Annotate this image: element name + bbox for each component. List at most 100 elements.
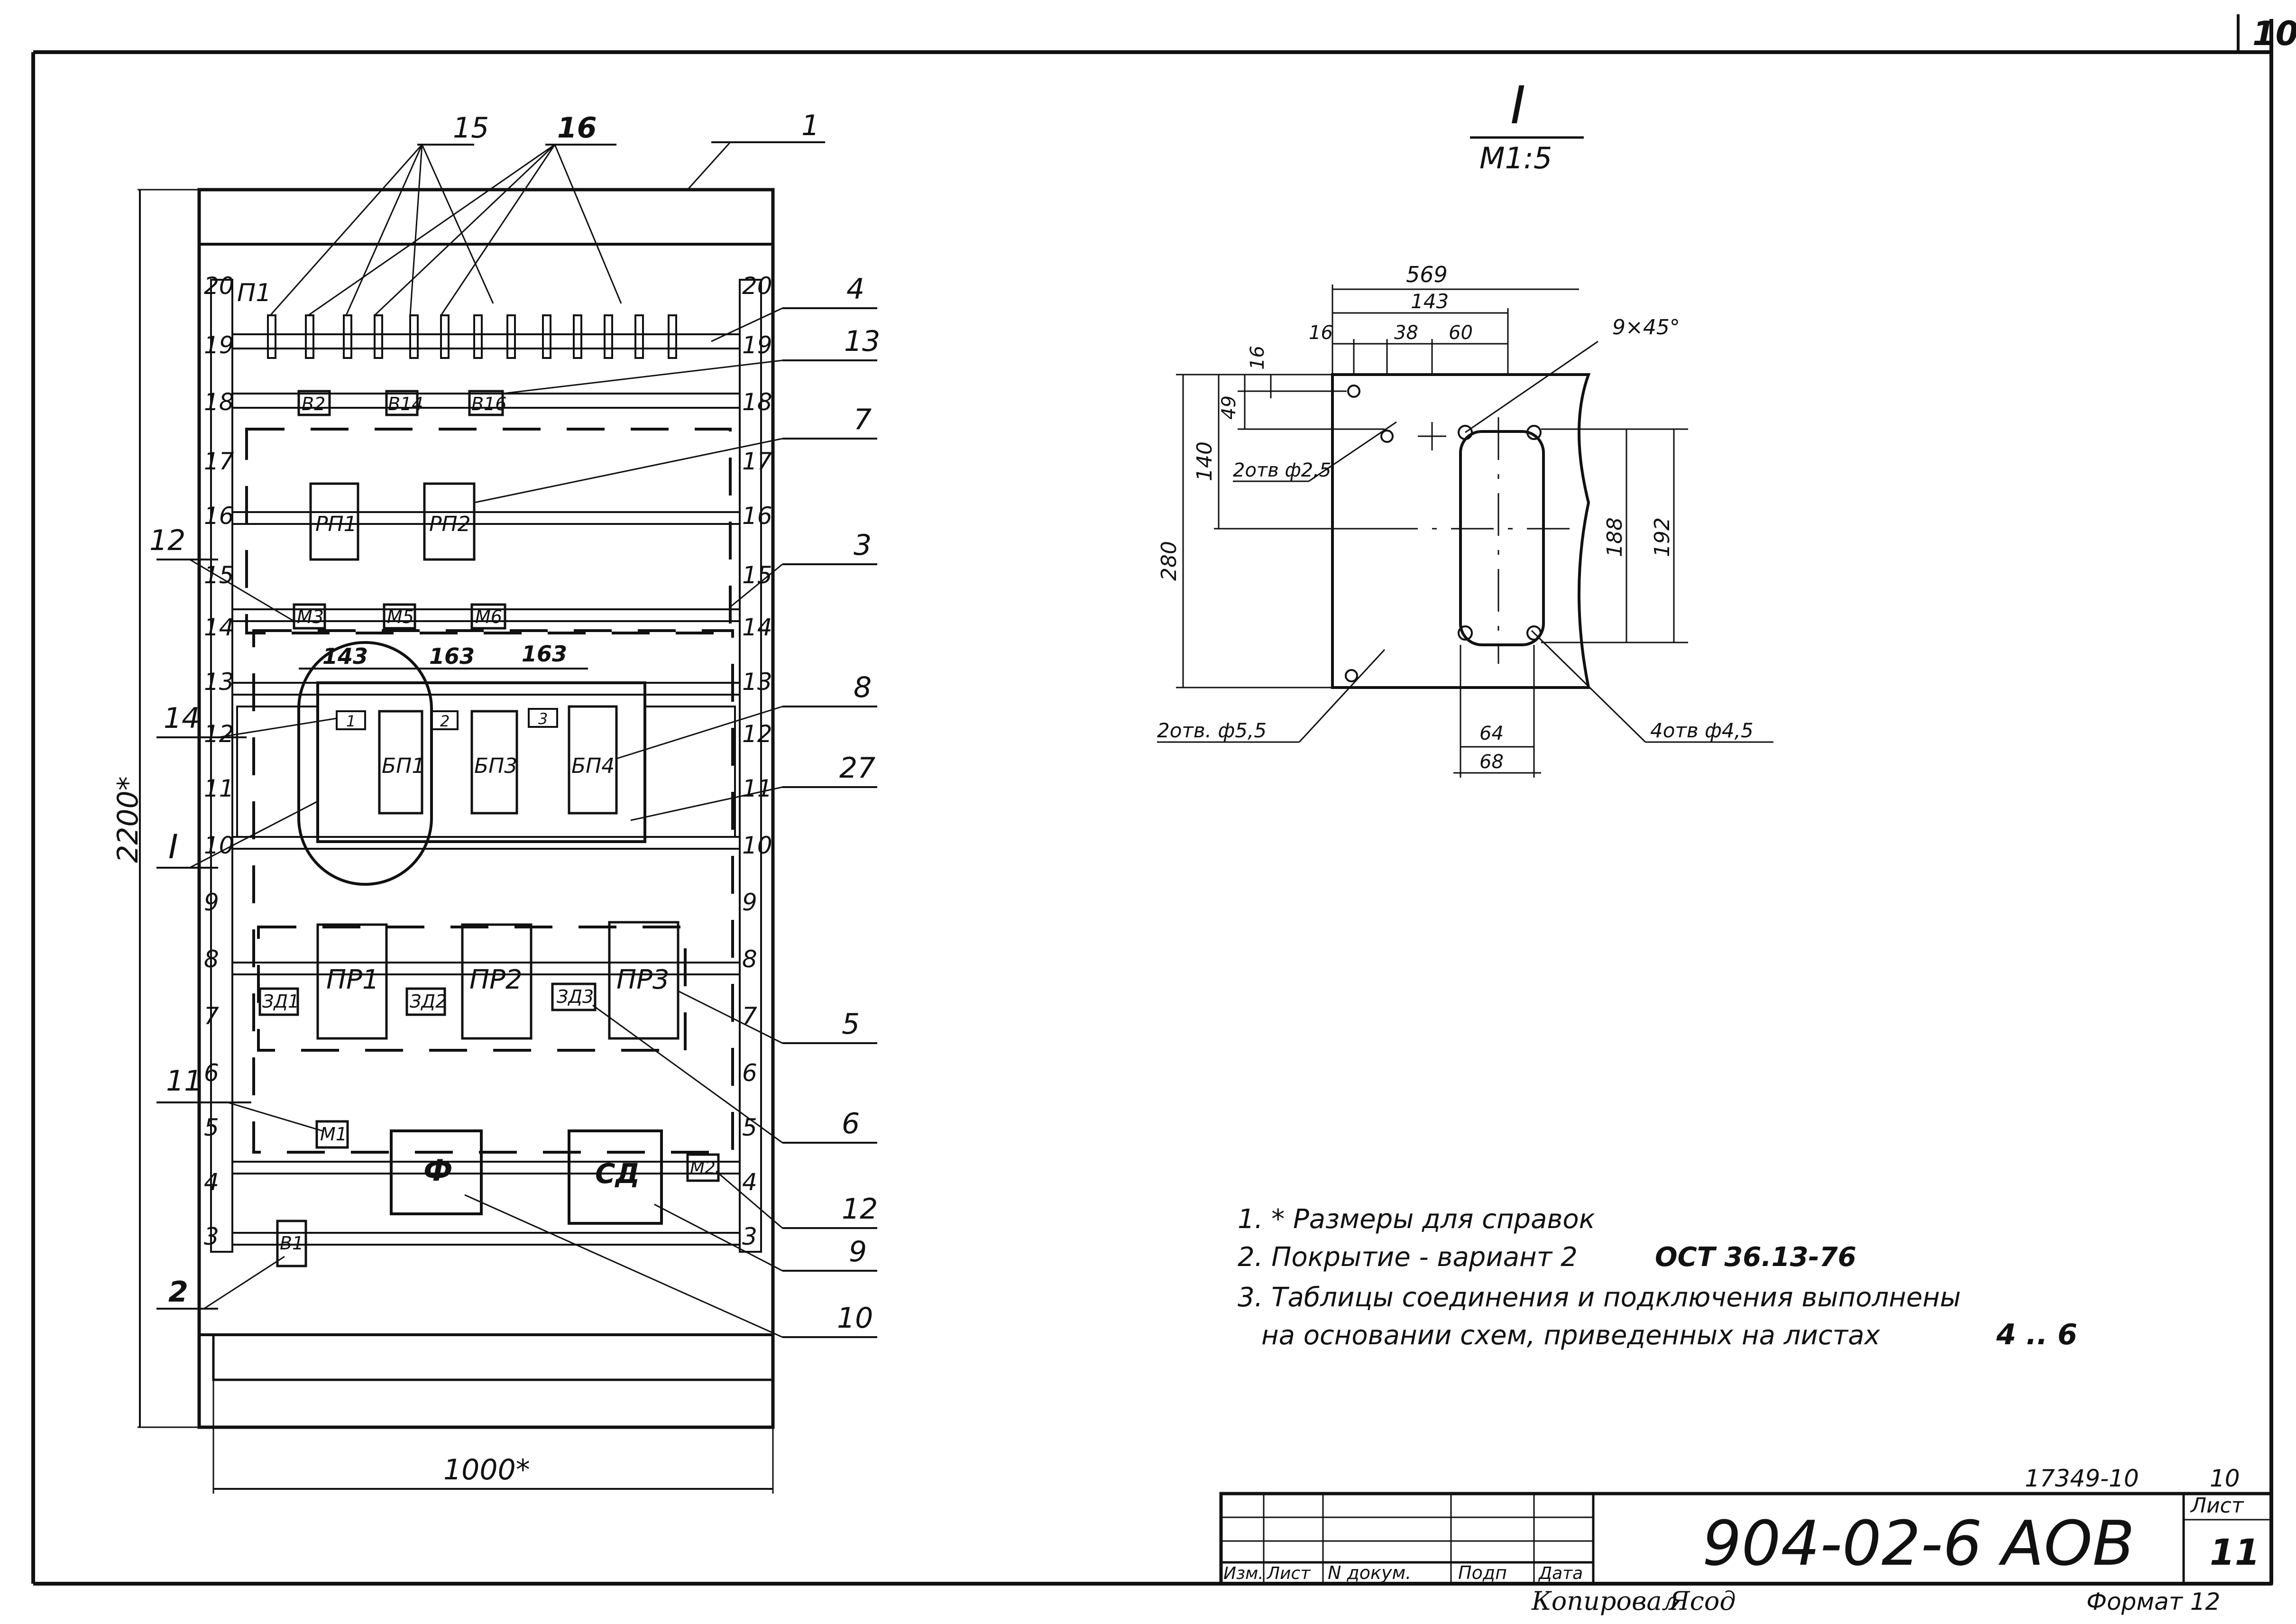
dim-height: 2200* [111,776,145,863]
label-pr3: ПР3 [616,964,670,995]
holes-note-c: 4отв ф4,5 [1650,719,1754,742]
label-b1: В1 [280,1233,303,1254]
callout: 10 [837,1302,873,1335]
rack-number: 18 [204,388,234,416]
rack-number: 5 [742,1114,757,1141]
stamp-col: Подп [1458,1562,1507,1583]
rack-number: 20 [204,272,234,300]
callout: 12 [149,524,185,557]
detail-title: I [1510,75,1525,136]
rack-number: 19 [742,331,772,359]
label-m3: М3 [297,606,324,627]
cabinet-callouts: 15 16 1 4 13 7 3 8 27 5 6 12 9 10 11 12 … [149,109,880,1335]
rack-number: 12 [742,720,772,748]
stamp-format: Формат 12 [2086,1588,2220,1615]
callout: 9 [849,1235,867,1268]
label-zd3: ЗД3 [557,986,594,1007]
dim: 64 [1479,723,1504,744]
stamp-col: Изм. [1223,1564,1264,1583]
rack-number: 8 [742,945,757,973]
label-sd: СД [595,1157,640,1190]
label-bp4: БП4 [571,754,615,778]
callout: 12 [842,1193,878,1226]
label-m1: М1 [320,1124,347,1145]
rack-number: 19 [204,331,234,359]
terminal-strip-p1 [267,314,677,359]
label-f: Ф [423,1153,453,1188]
dim: 280 [1157,541,1181,581]
rack-number: 9 [742,889,757,916]
label-rp1: РП1 [315,512,357,536]
dim: 16 [1309,322,1333,344]
rack-number: 7 [204,1002,219,1030]
rack-number: 13 [204,668,234,696]
label-m5: М5 [387,606,414,627]
label-slot3: 3 [538,710,548,728]
stamp-sheet-label: Лист [2190,1494,2244,1518]
cabinet-front-view [138,141,877,1494]
rack-number: 5 [204,1114,219,1141]
detail-view [1157,136,1773,778]
rack-number: 8 [204,945,219,973]
callout: 1 [801,109,819,142]
rack-number: 18 [742,388,772,416]
callout: 6 [842,1107,860,1140]
rack-number: 14 [204,614,234,641]
note-2: 2. Покрытие - вариант 2 [1238,1242,1578,1273]
rack-number: 12 [204,720,234,748]
callout: 8 [854,671,872,704]
note-3-sheets: 4 .. 6 [1996,1318,2077,1351]
callout: 7 [854,403,872,436]
label-p1: П1 [237,279,271,307]
callout-detail-ref: I [168,827,178,866]
label-zd2: ЗД2 [410,991,447,1012]
rack-numbers-right: 20 19 18 17 16 15 14 13 12 11 10 9 8 7 6… [742,272,772,1250]
callout: 11 [166,1064,202,1098]
dim: 68 [1479,751,1504,773]
rack-number: 10 [204,832,234,859]
rack-number: 3 [742,1223,757,1250]
label-zd1: ЗД1 [262,991,299,1012]
callout: 3 [854,529,872,562]
dim-inner: 163 [429,643,475,669]
callout: 5 [842,1008,860,1041]
notes: 1. * Размеры для справок 2. Покрытие - в… [1238,1204,2077,1351]
label-pr2: ПР2 [469,964,523,995]
rack-number: 6 [742,1059,757,1087]
label-bp1: БП1 [382,754,425,778]
stamp-mark: 10 [2210,1465,2240,1492]
rack-number: 17 [204,448,234,475]
dim: 38 [1394,322,1418,344]
rack-number: 4 [742,1168,757,1196]
callout: 14 [164,702,200,735]
note-3-cont: на основании схем, приведенных на листах [1261,1320,1881,1351]
stamp-code: 17349-10 [2025,1465,2139,1492]
note-3: 3. Таблицы соединения и подключения выпо… [1238,1282,1961,1313]
label-pr1: ПР1 [326,964,379,995]
label-b16: В16 [471,394,506,414]
detail-chamfer: 9×45° [1612,315,1680,339]
detail-text: I М1:5 569 143 16 38 60 9×45° 16 49 140 … [1157,75,1754,773]
stamp-col: Лист [1266,1564,1311,1583]
holes-note-b: 2отв. ф5,5 [1157,719,1267,742]
dim: 569 [1406,262,1448,287]
rack-number: 9 [204,889,219,916]
rack-number: 7 [742,1002,757,1030]
holes-note-a: 2отв ф2,5 [1233,459,1331,481]
title-block: 17349-10 10 904-02-6 АОВ Лист 11 Изм. Ли… [1219,1465,2273,1616]
rack-number: 17 [742,448,772,475]
stamp-col: N докум. [1328,1562,1411,1583]
cabinet-component-labels: П1 В2 В14 В16 РП1 РП2 М3 М5 М6 БП1 БП3 Б… [237,279,716,1254]
callout: 13 [844,325,880,358]
dim-width: 1000* [443,1453,530,1486]
dim: 60 [1449,322,1473,344]
rack-number: 14 [742,614,772,641]
rack-number: 6 [204,1059,219,1087]
sheet-frame [31,14,2273,1586]
dim-inner: 143 [322,643,368,669]
dim: 192 [1650,517,1674,557]
rack-number: 11 [742,775,772,802]
callout: 16 [557,111,597,145]
rack-number: 16 [742,502,772,530]
